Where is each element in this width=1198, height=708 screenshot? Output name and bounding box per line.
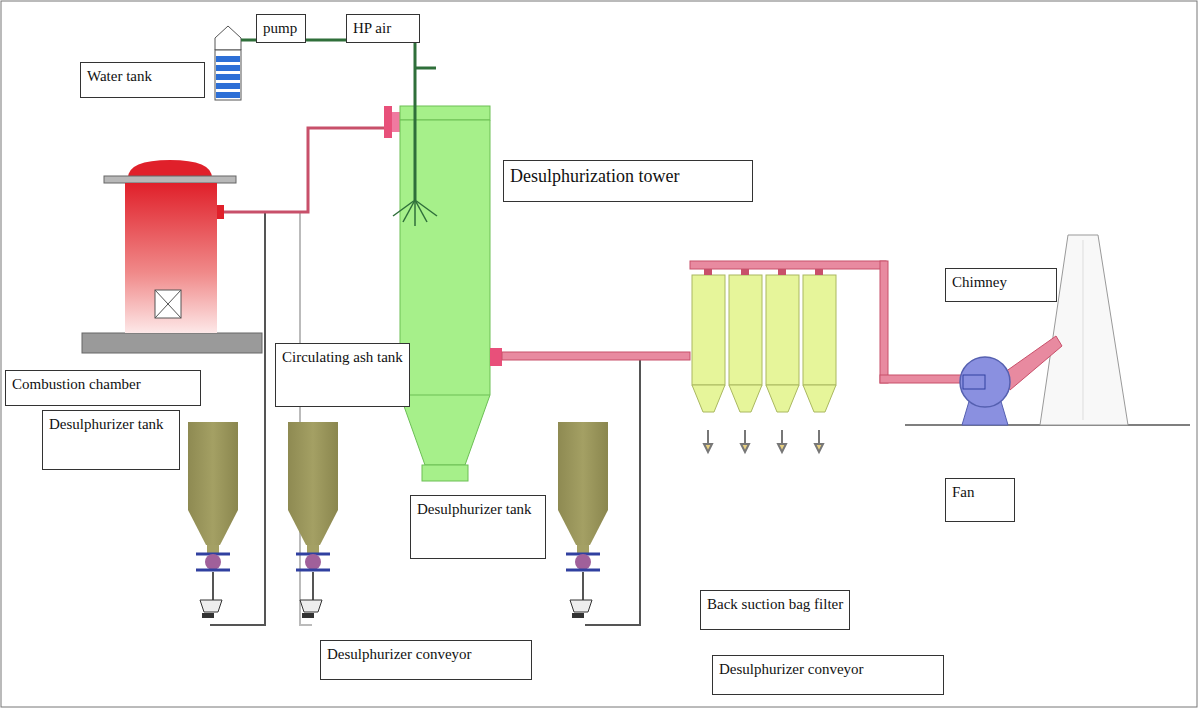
label-text: Desulphurizer tank xyxy=(417,500,539,519)
label-text: Water tank xyxy=(87,67,198,86)
equipment-label: pump xyxy=(256,14,306,43)
label-text: Back suction bag filter xyxy=(707,595,843,614)
equipment-label: Circulating ash tank xyxy=(275,343,410,407)
label-text: Desulphurizer conveyor xyxy=(719,660,937,679)
equipment-label: Back suction bag filter xyxy=(700,590,850,630)
equipment-label: Fan xyxy=(945,478,1015,522)
equipment-label: HP air xyxy=(346,14,420,43)
equipment-label: Chimney xyxy=(945,268,1057,302)
equipment-label: Desulphurizer conveyor xyxy=(320,640,532,680)
label-text: Fan xyxy=(952,483,1008,502)
label-text: Chimney xyxy=(952,273,1050,292)
equipment-label: Desulphurizer conveyor xyxy=(712,655,944,695)
equipment-label: Desulphurizer tank xyxy=(410,495,546,559)
equipment-label: Desulphurization tower xyxy=(503,160,753,202)
label-text: Combustion chamber xyxy=(12,375,194,394)
equipment-label: Water tank xyxy=(80,62,205,98)
label-text: Desulphurizer tank xyxy=(49,415,173,434)
label-text: Circulating ash tank xyxy=(282,348,403,367)
label-text: HP air xyxy=(353,19,413,38)
equipment-label: Desulphurizer tank xyxy=(42,410,180,470)
equipment-label: Combustion chamber xyxy=(5,370,201,406)
label-text: Desulphurization tower xyxy=(510,165,746,188)
label-text: pump xyxy=(263,19,299,38)
label-text: Desulphurizer conveyor xyxy=(327,645,525,664)
